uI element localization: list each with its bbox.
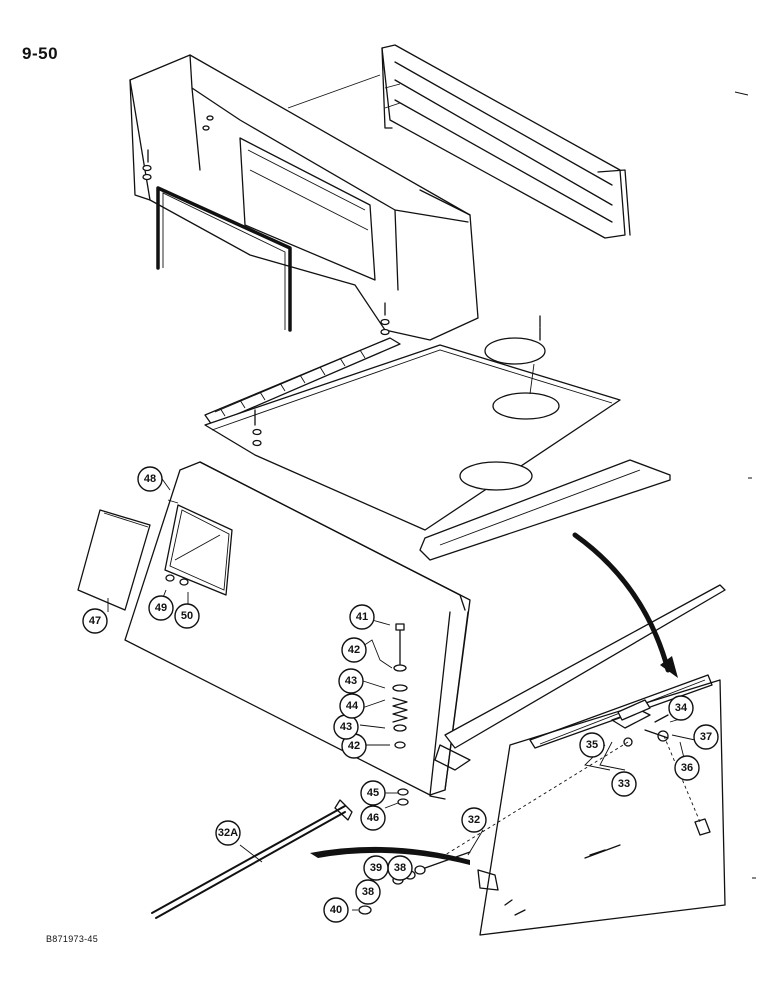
svg-text:33: 33 [618,778,630,790]
side-rail-assembly [381,44,631,239]
fasteners [142,115,541,586]
hole-cover-plate [484,337,546,365]
callout-42-lower: 42 [341,733,367,759]
window-lens [77,509,151,611]
svg-text:44: 44 [346,700,359,712]
svg-text:34: 34 [675,702,688,714]
svg-text:49: 49 [155,602,167,614]
svg-text:32A: 32A [218,827,238,839]
top-cover-panel [204,327,621,531]
callout-49: 49 [148,595,174,621]
svg-text:50: 50 [181,610,193,622]
svg-text:47: 47 [89,615,101,627]
svg-text:40: 40 [330,904,342,916]
callout-34: 34 [668,695,694,721]
callout-38-upper: 38 [387,855,413,881]
window-opening [164,504,233,596]
callout-36: 36 [674,755,700,781]
spring-stack [359,619,408,749]
callout-41: 41 [349,604,375,630]
rail-reference-line [287,74,381,109]
callout-38-lower: 38 [355,879,381,905]
direction-arrow-curve [572,532,671,673]
callout-42-upper: 42 [341,637,367,663]
door-seal [156,186,292,332]
edge-mark [734,91,749,96]
cross-support-rod [434,584,726,771]
drawing-code: B871973-45 [46,934,99,944]
callout-46: 46 [360,805,386,831]
page-number: 9-50 [22,44,59,63]
callout-48: 48 [137,466,163,492]
latch-rod [151,799,353,919]
svg-text:43: 43 [340,721,352,733]
lower-strip-panel [419,459,671,561]
callout-43-upper: 43 [338,668,364,694]
callout-39: 39 [363,855,389,881]
assembly-arrow [310,846,470,865]
upper-hinge-strip [204,337,401,426]
svg-text:45: 45 [367,787,379,799]
svg-text:37: 37 [700,731,712,743]
rear-hood-housing [129,54,479,341]
right-door-panel [477,674,726,936]
callout-47: 47 [82,608,108,634]
callout-45: 45 [360,780,386,806]
mount-hardware [384,788,446,809]
svg-text:42: 42 [348,644,360,656]
svg-text:38: 38 [394,862,406,874]
callout-32a: 32A [215,820,241,846]
door-latch-linkage [444,699,701,856]
callout-43-lower: 43 [333,714,359,740]
main-side-panel [124,461,471,796]
callout-35: 35 [579,732,605,758]
svg-text:41: 41 [356,611,368,623]
callout-33: 33 [611,771,637,797]
svg-text:36: 36 [681,762,693,774]
callout-44: 44 [339,693,365,719]
edge-mark-2 [748,477,756,879]
svg-text:43: 43 [345,675,357,687]
callout-37: 37 [693,724,719,750]
svg-text:35: 35 [586,739,598,751]
svg-text:42: 42 [348,740,360,752]
callout-40: 40 [323,897,349,923]
svg-text:38: 38 [362,886,374,898]
svg-text:46: 46 [367,812,379,824]
svg-text:39: 39 [370,862,382,874]
svg-text:48: 48 [144,473,156,485]
callout-50: 50 [174,603,200,629]
svg-text:32: 32 [468,814,480,826]
callout-32: 32 [461,807,487,833]
